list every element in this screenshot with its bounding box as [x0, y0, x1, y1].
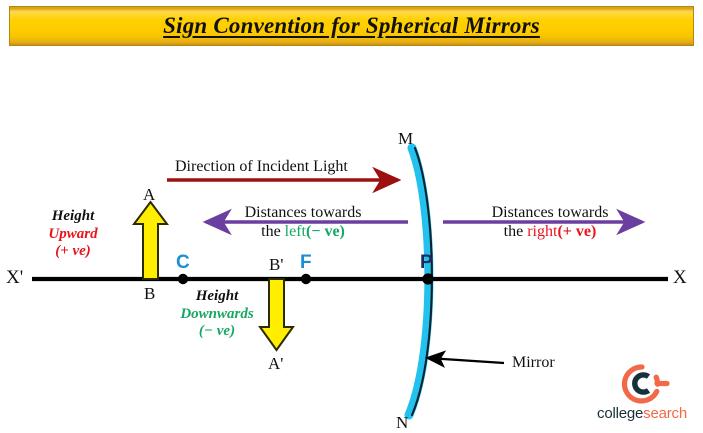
image-tip-label-A-prime: A': [268, 354, 284, 373]
page-title: Sign Convention for Spherical Mirrors: [163, 13, 540, 38]
mirror-callout-arrow: [424, 350, 505, 368]
collegesearch-logo[interactable]: collegesearch: [588, 363, 696, 425]
distances-right-caption: Distances towards the right(+ ve): [455, 203, 645, 241]
title-banner: Sign Convention for Spherical Mirrors: [9, 6, 694, 46]
image-base-label-B-prime: B': [269, 255, 284, 274]
object-caption-line2: Upward: [48, 225, 98, 242]
mirror-bottom-label-N: N: [396, 413, 409, 432]
object-height-caption: Height Upward (+ ve): [18, 208, 128, 261]
image-caption-line2: Downwards: [180, 305, 254, 322]
axis-label-right: X: [673, 267, 687, 288]
distances-left-prefix: the: [261, 223, 285, 241]
distances-right-sign: (+ ve): [557, 223, 597, 241]
distances-left-sign: (− ve): [306, 223, 345, 241]
object-caption-line1: Height: [51, 208, 95, 224]
object-base-label-B: B: [144, 284, 156, 303]
image-caption-line3: (− ve): [198, 323, 236, 340]
object-arrow-AB: [132, 200, 169, 280]
axis-label-left: X': [6, 267, 24, 288]
point-dot-P: [422, 273, 434, 285]
distances-left-caption: Distances towards the left(− ve): [208, 203, 398, 241]
image-height-caption: Height Downwards (− ve): [162, 288, 272, 341]
distances-right-word: right: [527, 223, 558, 241]
logo-word-search: search: [643, 405, 687, 422]
point-label-C: C: [176, 252, 190, 273]
image-caption-line1: Height: [195, 288, 239, 304]
distances-right-line1: Distances towards: [491, 204, 609, 221]
object-tip-label-A: A: [143, 185, 156, 204]
point-dot-F: [300, 273, 312, 285]
distances-left-word: left: [284, 223, 306, 241]
logo-mark-icon: [621, 364, 670, 404]
point-label-F: F: [300, 252, 312, 273]
point-dot-C: [177, 273, 189, 285]
distances-right-prefix: the: [503, 223, 528, 241]
point-label-P: P: [420, 252, 433, 273]
mirror-callout-label: Mirror: [512, 354, 555, 371]
logo-wordmark: collegesearch: [588, 405, 696, 422]
distances-left-line2: the left(− ve): [208, 222, 398, 241]
distances-right-line2: the right(+ ve): [455, 222, 645, 241]
distances-left-line1: Distances towards: [244, 204, 362, 221]
incident-light-label: Direction of Incident Light: [175, 158, 348, 175]
logo-word-college: college: [597, 405, 644, 422]
mirror-top-label-M: M: [398, 129, 414, 148]
object-caption-line3: (+ ve): [55, 243, 91, 260]
image-arrow-A-prime-B-prime: [258, 278, 295, 352]
